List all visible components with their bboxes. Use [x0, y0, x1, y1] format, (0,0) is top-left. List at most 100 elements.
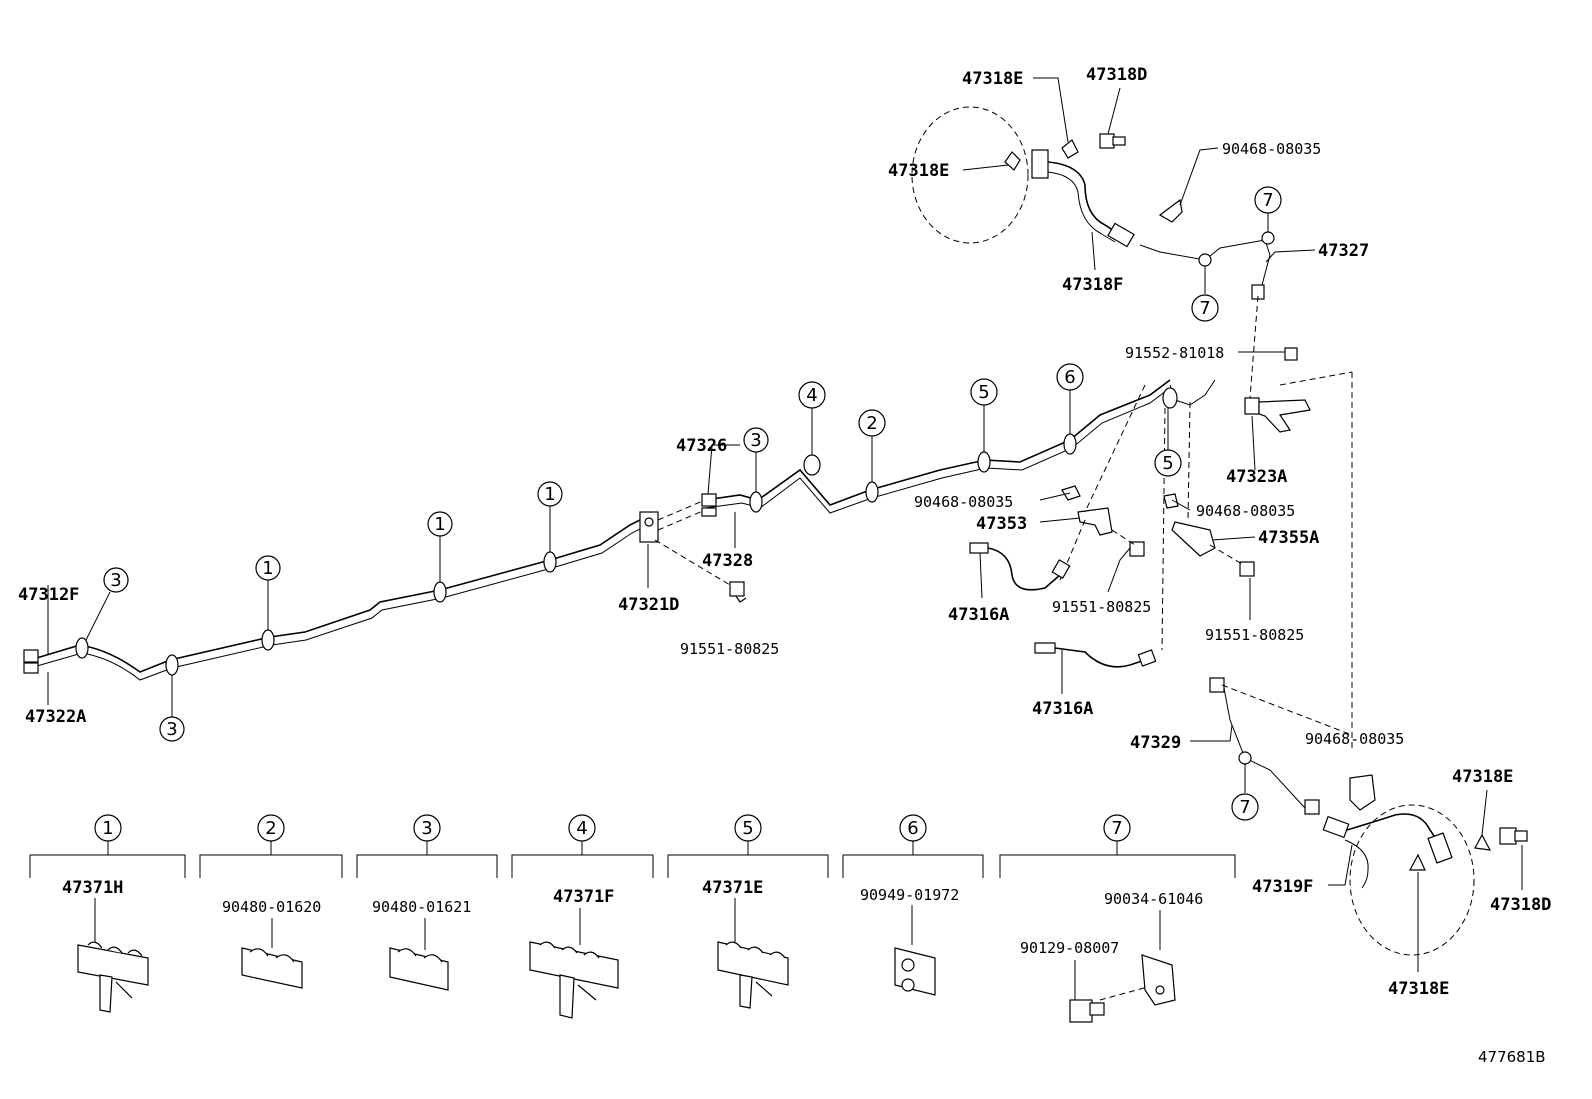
- clip-1-c: [543, 551, 557, 573]
- label-47322A: 47322A: [25, 707, 86, 727]
- label-90468-low: 90468-08035: [1305, 730, 1404, 748]
- callout-5-b: 5: [1154, 449, 1182, 477]
- label-47318E-br: 47318E: [1452, 767, 1513, 787]
- svg-text:3: 3: [166, 719, 177, 740]
- label-47312F: 47312F: [18, 585, 79, 605]
- svg-text:7: 7: [1262, 190, 1273, 211]
- svg-text:4: 4: [576, 818, 587, 839]
- svg-text:3: 3: [421, 818, 432, 839]
- svg-text:6: 6: [1064, 367, 1075, 388]
- legend-part-3: 90480-01621: [372, 898, 471, 916]
- label-47318D-br: 47318D: [1490, 895, 1551, 915]
- label-47321D: 47321D: [618, 595, 679, 615]
- svg-text:3: 3: [750, 430, 761, 451]
- label-47318E-bot: 47318E: [1388, 979, 1449, 999]
- svg-text:6: 6: [907, 818, 918, 839]
- label-47318D-top: 47318D: [1086, 65, 1147, 85]
- clip-illustration-4: [529, 941, 619, 1019]
- label-47327: 47327: [1318, 241, 1369, 261]
- legend-callout-1: 1: [94, 814, 122, 842]
- label-47355A: 47355A: [1258, 528, 1319, 548]
- clip-3-a: [75, 637, 89, 659]
- clamp-ring-47329: [1238, 751, 1252, 765]
- svg-text:2: 2: [265, 818, 276, 839]
- label-47318E-top: 47318E: [962, 69, 1023, 89]
- clip-5-a: [977, 451, 991, 473]
- bracket-47321D: [639, 499, 747, 603]
- legend-callout-6: 6: [899, 814, 927, 842]
- legend-part-7a: 90034-61046: [1104, 890, 1203, 908]
- clip-illustration-7: [1069, 954, 1176, 1023]
- callout-6: 6: [1056, 363, 1084, 391]
- label-47316A-top: 47316A: [948, 605, 1009, 625]
- wheel-outline-lower: [1349, 804, 1475, 956]
- label-91551-mid: 91551-80825: [1052, 598, 1151, 616]
- callout-3-front: 3: [743, 427, 769, 453]
- legend-callout-5: 5: [734, 814, 762, 842]
- clip-2: [865, 481, 879, 503]
- callout-7-mid: 7: [1191, 294, 1219, 322]
- label-90468-mid2: 90468-08035: [1196, 502, 1295, 520]
- clip-3-b: [165, 654, 179, 676]
- rear-fitting-47312F: [23, 649, 39, 674]
- clip-1-b: [433, 581, 447, 603]
- clip-3-c: [749, 491, 763, 513]
- legend-part-1: 47371H: [62, 878, 123, 898]
- label-91552: 91552-81018: [1125, 344, 1224, 362]
- clips-on-main-line: [75, 387, 1178, 676]
- clip-illustration-6: [894, 947, 936, 996]
- label-90468-top: 90468-08035: [1222, 140, 1321, 158]
- legend-row: 1 2 3 4 5 6 7 47371H 90480-01620 90480-0…: [29, 814, 1236, 1023]
- svg-text:7: 7: [1199, 298, 1210, 319]
- callout-circles: 3 3 1 1 1 3 4 2 5 6 5 7 7 7: [103, 186, 1282, 821]
- callout-7-lower: 7: [1231, 793, 1259, 821]
- label-47318F: 47318F: [1062, 275, 1123, 295]
- label-47326: 47326: [676, 436, 727, 456]
- legend-part-4: 47371F: [553, 887, 614, 907]
- label-91551-right: 91551-80825: [1205, 626, 1304, 644]
- clamp-ring-47327-a: [1198, 253, 1212, 267]
- clip-illustration-5: [717, 941, 789, 1009]
- clip-5-b: [1162, 387, 1178, 409]
- clip-illustration-1: [77, 941, 149, 1013]
- upper-hose-assembly: [911, 106, 1275, 300]
- label-47353: 47353: [976, 514, 1027, 534]
- clip-6: [1063, 433, 1077, 455]
- lower-hose-assembly: [1209, 677, 1528, 956]
- callout-3-rear: 3: [103, 567, 129, 593]
- svg-text:1: 1: [102, 818, 113, 839]
- label-91551-left: 91551-80825: [680, 640, 779, 658]
- svg-text:5: 5: [978, 382, 989, 403]
- hose-47316A-upper: [969, 542, 1071, 591]
- figure-id: 477681B: [1478, 1048, 1546, 1066]
- label-47318E-left: 47318E: [888, 161, 949, 181]
- svg-text:1: 1: [434, 514, 445, 535]
- svg-text:5: 5: [742, 818, 753, 839]
- svg-text:5: 5: [1162, 453, 1173, 474]
- callout-1-a: 1: [255, 555, 281, 581]
- callout-7-upper: 7: [1254, 186, 1282, 214]
- legend-part-2: 90480-01620: [222, 898, 321, 916]
- callout-5-a: 5: [970, 378, 998, 406]
- bracket-47355A: [1161, 401, 1255, 651]
- legend-callout-2: 2: [257, 814, 285, 842]
- callout-2: 2: [858, 409, 886, 437]
- clip-4: [803, 454, 821, 476]
- svg-text:7: 7: [1111, 818, 1122, 839]
- fitting-47326: [701, 493, 717, 517]
- svg-text:1: 1: [544, 484, 555, 505]
- callout-3-lower: 3: [159, 716, 185, 742]
- svg-text:4: 4: [806, 385, 817, 406]
- label-90468-mid: 90468-08035: [914, 493, 1013, 511]
- callout-1-c: 1: [537, 481, 563, 507]
- leader-lines: [47, 77, 1523, 972]
- legend-part-5: 47371E: [702, 878, 763, 898]
- hose-47316A-lower: [1034, 642, 1157, 668]
- bracket-47353: [1059, 384, 1146, 581]
- label-47319F: 47319F: [1252, 877, 1313, 897]
- label-47328: 47328: [702, 551, 753, 571]
- main-brake-tube: [29, 379, 1216, 681]
- legend-callout-7: 7: [1103, 814, 1131, 842]
- legend-part-7b: 90129-08007: [1020, 939, 1119, 957]
